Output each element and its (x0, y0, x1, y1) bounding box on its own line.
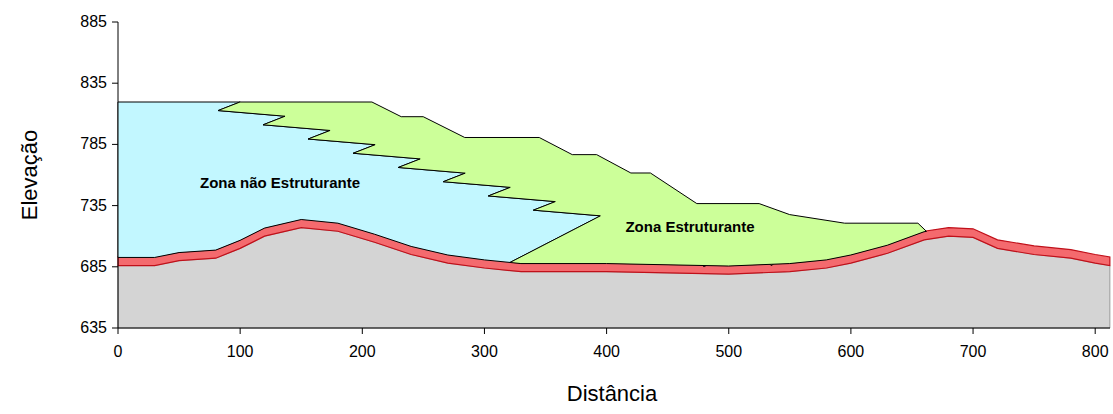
axis-title: Distância (567, 381, 657, 407)
axis-tick-label: 735 (80, 197, 107, 215)
axis-tick (112, 205, 118, 206)
axis-tick (112, 328, 118, 329)
axis-tick (484, 328, 485, 334)
axis-tick (118, 328, 119, 334)
zone-label: Zona não Estruturante (200, 173, 360, 190)
x-axis (118, 328, 1110, 329)
zone-label: Zona Estruturante (625, 217, 754, 234)
axis-tick-label: 500 (715, 343, 742, 361)
axis-tick-label: 600 (838, 343, 865, 361)
axis-tick-label: 100 (227, 343, 254, 361)
axis-tick-label: 200 (349, 343, 376, 361)
axis-tick-label: 785 (80, 135, 107, 153)
axis-tick-label: 635 (80, 319, 107, 337)
axis-tick-label: 835 (80, 74, 107, 92)
axis-tick-label: 885 (80, 13, 107, 31)
axis-tick (112, 83, 118, 84)
axis-title: Elevação (17, 130, 43, 221)
axis-tick-label: 0 (114, 343, 123, 361)
axis-tick (728, 328, 729, 334)
zone-region: Zona Estruturante (218, 102, 926, 266)
axis-tick (112, 22, 118, 23)
axis-tick-label: 685 (80, 258, 107, 276)
axis-tick (1095, 328, 1096, 334)
axis-tick-label: 400 (593, 343, 620, 361)
axis-tick (112, 144, 118, 145)
axis-tick-label: 300 (471, 343, 498, 361)
axis-tick (606, 328, 607, 334)
axis-tick (850, 328, 851, 334)
zone-outline (218, 102, 926, 266)
zone-fill (218, 102, 926, 266)
axis-tick-label: 800 (1082, 343, 1109, 361)
axis-tick (112, 266, 118, 267)
axis-tick (362, 328, 363, 334)
axis-tick (240, 328, 241, 334)
axis-tick (973, 328, 974, 334)
axis-tick-label: 700 (960, 343, 987, 361)
